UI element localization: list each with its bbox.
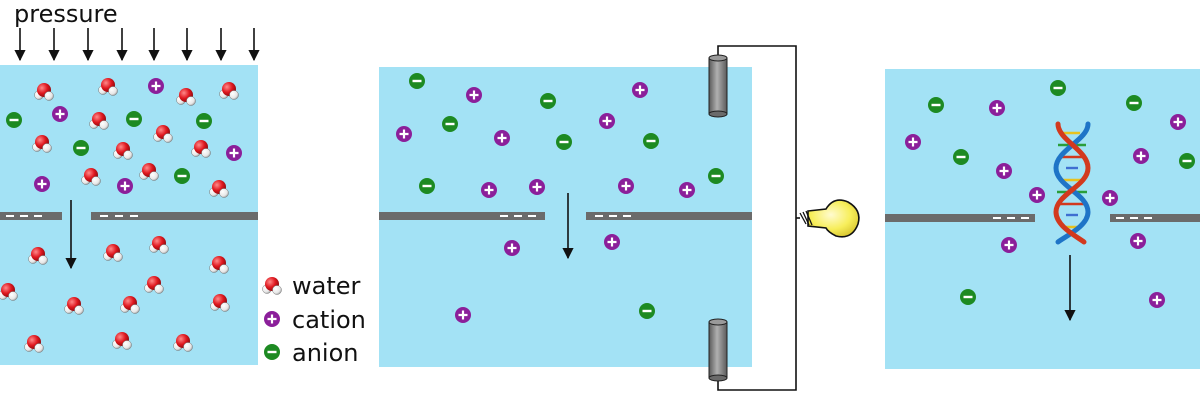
cation-icon [32,174,52,194]
membrane-left-3 [885,214,1035,222]
panel-electrode [379,45,860,391]
anion-icon [172,166,192,186]
legend-anion-icon [262,342,282,362]
anion-icon [637,301,657,321]
legend-cation-label: cation [292,306,366,334]
cation-icon [597,111,617,131]
legend-water-icon [262,276,282,295]
cation-icon [394,124,414,144]
anion-icon [1048,78,1068,98]
cation-icon [50,104,70,124]
membrane-left-1 [0,212,62,220]
cation-icon [115,176,135,196]
anion-icon [407,71,427,91]
anion-icon [538,91,558,111]
anion-icon [641,131,661,151]
panel-pressure [0,28,260,365]
membrane-right-2 [586,212,752,220]
anion-icon [1124,93,1144,113]
cation-icon [1147,290,1167,310]
cation-icon [492,128,512,148]
cation-icon [502,238,522,258]
legend: water cation anion [262,272,366,367]
legend-cation-icon [262,309,282,329]
cation-icon [479,180,499,200]
cation-icon [602,232,622,252]
cation-icon [616,176,636,196]
membrane-right-1 [91,212,258,220]
anion-icon [706,166,726,186]
anion-icon [554,132,574,152]
lightbulb-icon [796,199,860,238]
cation-icon [146,76,166,96]
cation-icon [527,177,547,197]
pressure-arrows [14,28,260,62]
cation-icon [903,132,923,152]
electrode-icon [708,54,728,118]
legend-water-label: water [292,272,361,300]
electrode-icon [708,318,728,382]
anion-icon [951,147,971,167]
anion-icon [4,110,24,130]
cation-icon [1168,112,1188,132]
anion-icon [417,176,437,196]
dna-icon [1053,121,1091,245]
cation-icon [1100,188,1120,208]
anion-icon [440,114,460,134]
panel-dna [885,69,1200,369]
cation-icon [1128,231,1148,251]
cation-icon [1027,185,1047,205]
anion-icon [926,95,946,115]
anion-icon [124,109,144,129]
anion-icon [194,111,214,131]
cation-icon [224,143,244,163]
cation-icon [994,161,1014,181]
membrane-left-2 [379,212,545,220]
anion-icon [958,287,978,307]
cation-icon [677,180,697,200]
cation-icon [1131,146,1151,166]
cation-icon [630,80,650,100]
membrane-right-3 [1110,214,1200,222]
legend-anion-label: anion [292,339,358,367]
cation-icon [453,305,473,325]
cation-icon [987,98,1007,118]
pressure-label: pressure [14,0,118,28]
cation-icon [464,85,484,105]
anion-icon [71,138,91,158]
anion-icon [1177,151,1197,171]
cation-icon [999,235,1019,255]
